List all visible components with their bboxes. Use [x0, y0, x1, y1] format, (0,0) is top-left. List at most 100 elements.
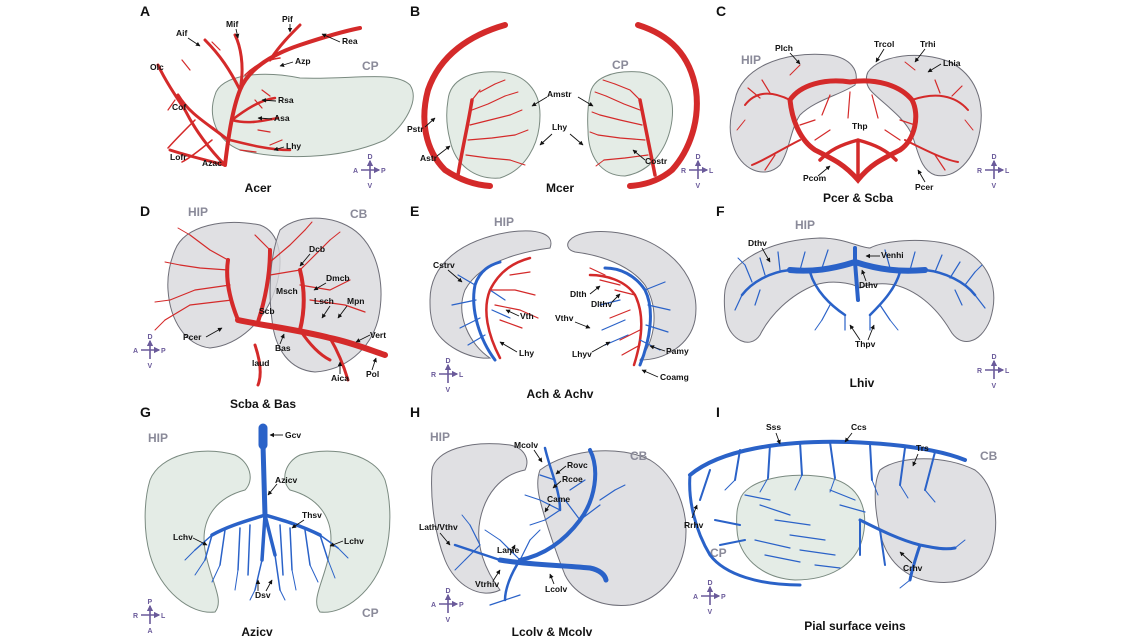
panel-a: A CP Aif Mif Pif Rea Olc Azp Cof Rsa Asa…	[140, 3, 414, 195]
label-dlthv: Dlthv	[591, 299, 613, 309]
label-trcol: Trcol	[874, 39, 894, 49]
compass-left-i: A	[693, 594, 698, 601]
panel-letter-b: B	[410, 3, 420, 19]
compass-top-d: D	[148, 334, 153, 341]
caption-c: Pcer & Scba	[823, 191, 893, 205]
label-rrhv: Rrhv	[684, 520, 704, 530]
label-group-e: Cstrv Vth Lhy Dlth Dlthv Vthv Lhyv Pamy …	[433, 260, 689, 382]
caption-d: Scba & Bas	[230, 397, 296, 411]
label-ccs: Ccs	[851, 422, 867, 432]
label-costr: Costr	[645, 156, 668, 166]
label-pcer-d: Pcer	[183, 332, 202, 342]
label-lhy-b: Lhy	[552, 122, 567, 132]
compass-bottom-h: V	[446, 617, 451, 624]
label-lhy: Lhy	[286, 141, 301, 151]
compass-right-d: P	[161, 348, 166, 355]
compass-bottom-i: V	[708, 609, 713, 616]
label-bas: Bas	[275, 343, 291, 353]
region-label-cb-i: CB	[980, 449, 998, 463]
label-lhyv: Lhyv	[572, 349, 592, 359]
label-dthv-left: Dthv	[748, 238, 767, 248]
label-group-d: Dcb Dmcb Msch Lsch Mpn Scb Pcer Bas Vert…	[183, 244, 386, 383]
hippocampus-shape-f	[723, 237, 995, 343]
label-dlth: Dlth	[570, 289, 587, 299]
label-dthv-center: Dthv	[859, 280, 878, 290]
region-label-hip-e: HIP	[494, 215, 514, 229]
label-thp: Thp	[852, 121, 868, 131]
caption-b: Mcer	[546, 181, 574, 195]
vessels-ach	[451, 256, 671, 367]
label-lhia: Lhia	[943, 58, 961, 68]
panel-d: D HIP CB Dcb Dmcb Msch Lsch Mpn Scb Pcer…	[133, 203, 388, 411]
orientation-compass-b: D V R L	[681, 154, 714, 190]
label-lhy-e: Lhy	[519, 348, 534, 358]
panel-i: I CP CB Sss Ccs Trs Rrhv Crhv Pial surfa…	[684, 404, 998, 633]
label-thpv: Thpv	[855, 339, 876, 349]
region-label-cp-b: CP	[612, 58, 629, 72]
label-sss: Sss	[766, 422, 781, 432]
label-group-h: Mcolv Rovc Rcoe Came Lath/Vthv Lame Vtrh…	[419, 440, 588, 594]
label-laud: laud	[252, 358, 269, 368]
compass-left-h: A	[431, 602, 436, 609]
label-venhi: Venhi	[881, 250, 904, 260]
compass-left-b: R	[681, 168, 686, 175]
region-label-cp-i: CP	[710, 546, 727, 560]
label-olc: Olc	[150, 62, 164, 72]
label-rsa: Rsa	[278, 95, 294, 105]
panel-letter-h: H	[410, 404, 420, 420]
label-lath-vthv: Lath/Vthv	[419, 522, 458, 532]
label-azp: Azp	[295, 56, 311, 66]
label-dcb: Dcb	[309, 244, 325, 254]
label-vtrhiv: Vtrhiv	[475, 579, 499, 589]
label-vthv: Vthv	[555, 313, 574, 323]
label-azicv: Azicv	[275, 475, 297, 485]
compass-top-e: D	[446, 358, 451, 365]
label-crhv: Crhv	[903, 563, 923, 573]
compass-left-a: A	[353, 168, 358, 175]
label-azac: Azac	[202, 158, 222, 168]
label-amstr: Amstr	[547, 89, 572, 99]
label-gcv: Gcv	[285, 430, 301, 440]
label-group-a: Aif Mif Pif Rea Olc Azp Cof Rsa Asa Lofr…	[150, 14, 358, 168]
panel-b: B CP Amstr Pstr Lhy Astr Costr Mcer	[407, 3, 714, 195]
panel-c: C HIP Plch Trcol Trhi Lhia Thp Pcom Pcer…	[716, 3, 1010, 205]
vein-network-pial	[688, 439, 967, 589]
label-pif: Pif	[282, 14, 293, 24]
label-group-c: Plch Trcol Trhi Lhia Thp Pcom Pcer	[775, 39, 961, 192]
vein-tree-lhiv	[734, 246, 986, 331]
label-lofr: Lofr	[170, 152, 187, 162]
orientation-compass-h: D V A P	[431, 588, 464, 624]
compass-bottom-d: V	[148, 363, 153, 370]
compass-right-h: P	[459, 602, 464, 609]
caption-a: Acer	[245, 181, 272, 195]
compass-right-g: L	[161, 613, 166, 620]
hippocampus-shape-h	[431, 443, 528, 594]
compass-right-b: L	[709, 168, 714, 175]
compass-right-i: P	[721, 594, 726, 601]
label-rea: Rea	[342, 36, 358, 46]
orientation-compass-e: D V R L	[431, 358, 464, 394]
vein-tree-colv	[453, 446, 626, 606]
label-asa: Asa	[274, 113, 290, 123]
compass-left-g: R	[133, 613, 138, 620]
compass-top-g: P	[148, 599, 153, 606]
label-group-b: Amstr Pstr Lhy Astr Costr	[407, 89, 668, 166]
right-hippocampus-shape-e	[567, 231, 697, 361]
region-label-cp-g: CP	[362, 606, 379, 620]
compass-bottom-c: V	[992, 183, 997, 190]
caption-g: Azicv	[241, 625, 273, 639]
panel-f: F HIP Dthv Venhi Dthv Thpv Lhiv D V R	[716, 203, 1010, 390]
label-msch: Msch	[276, 286, 298, 296]
panel-letter-d: D	[140, 203, 150, 219]
label-pcom: Pcom	[803, 173, 827, 183]
label-pcer-c: Pcer	[915, 182, 934, 192]
label-dsv: Dsv	[255, 590, 271, 600]
caption-e: Ach & Achv	[527, 387, 594, 401]
compass-left-f: R	[977, 368, 982, 375]
region-label-hip-c: HIP	[741, 53, 761, 67]
label-mpn: Mpn	[347, 296, 364, 306]
compass-top-f: D	[992, 354, 997, 361]
region-label-hip-d: HIP	[188, 205, 208, 219]
label-group-f: Dthv Venhi Dthv Thpv	[748, 238, 904, 349]
